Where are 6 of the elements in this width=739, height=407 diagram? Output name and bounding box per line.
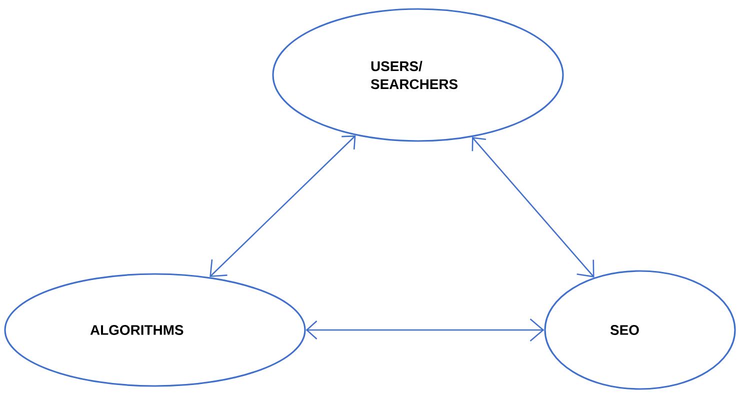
arrow — [472, 137, 594, 278]
ellipse-node: USERS/ SEARCHERS — [272, 8, 564, 142]
arrow — [306, 318, 544, 342]
arrow — [210, 135, 356, 278]
ellipse-node: SEO — [544, 270, 736, 390]
ellipse-node: ALGORITHMS — [4, 273, 306, 387]
